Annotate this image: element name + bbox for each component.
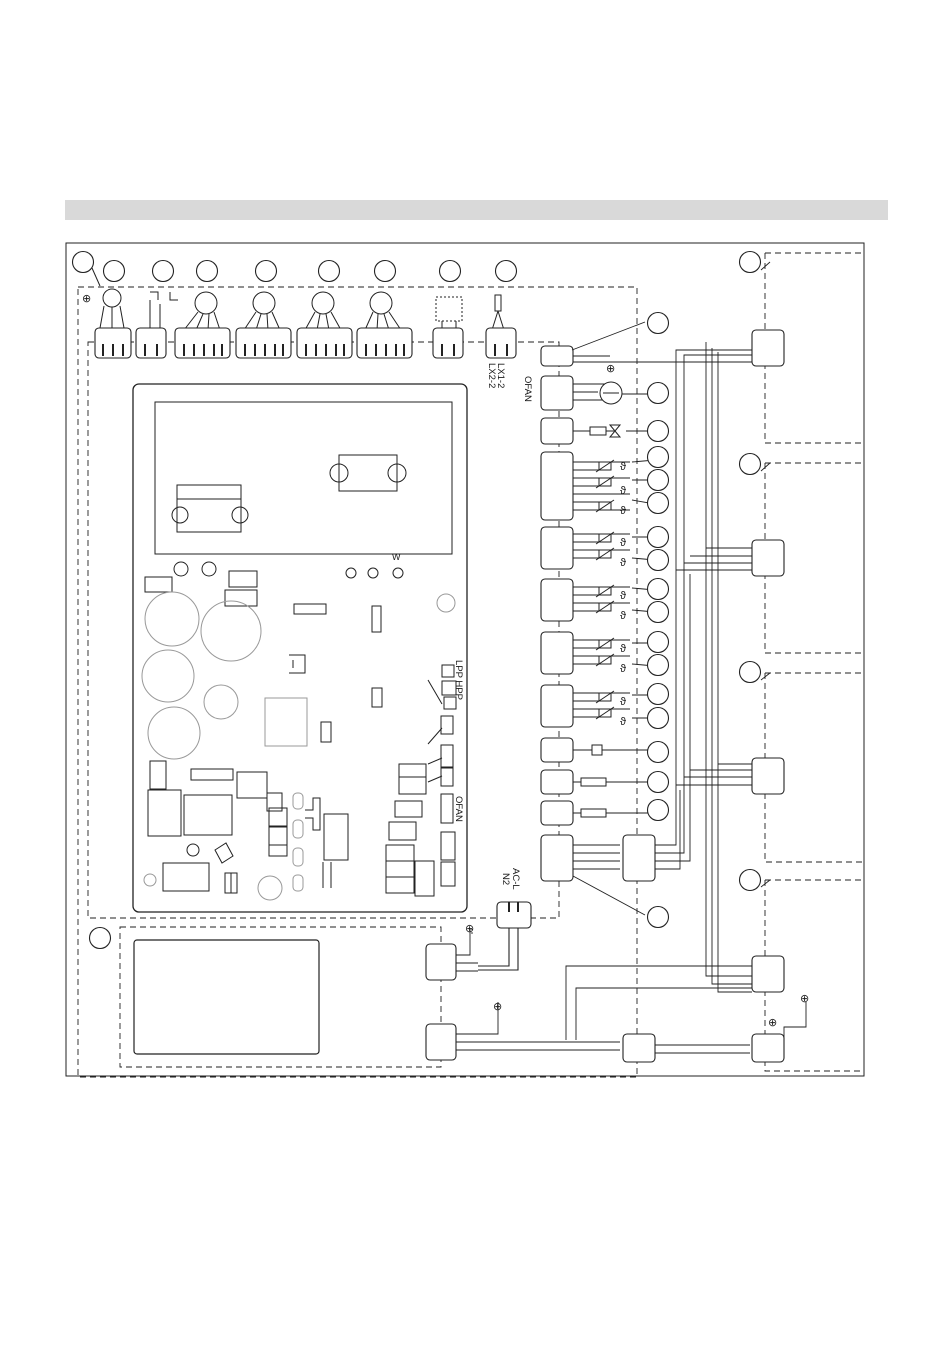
top-ground-symbol: ⊕: [82, 293, 91, 305]
temp-symbols: ϑ ϑ ϑ ϑ ϑ ϑ ϑ ϑ ϑ ϑ ϑ: [620, 461, 626, 728]
svg-text:ϑ: ϑ: [620, 485, 626, 497]
label-n2: N2: [500, 873, 511, 885]
label-lx1-2: LX1-2: [495, 363, 506, 388]
top-reference-circles: [73, 252, 517, 287]
label-lpp-hpp: LPP HPP: [453, 660, 464, 700]
ground-fan: ⊕: [606, 363, 615, 375]
label-w: W: [392, 552, 401, 562]
svg-text:ϑ: ϑ: [620, 643, 626, 655]
top-components: [100, 289, 504, 330]
ground-power: ⊕: [465, 923, 474, 935]
svg-text:ϑ: ϑ: [620, 590, 626, 602]
svg-text:ϑ: ϑ: [620, 663, 626, 675]
label-ofan-board: OFAN: [453, 796, 464, 822]
label-ac-l: AC-L: [510, 868, 521, 890]
svg-text:ϑ: ϑ: [620, 716, 626, 728]
ground-right-1: ⊕: [800, 993, 809, 1005]
svg-text:ϑ: ϑ: [620, 537, 626, 549]
ground-lower: ⊕: [493, 1001, 502, 1013]
right-column-symbols: [581, 382, 622, 817]
ground-right-2: ⊕: [768, 1017, 777, 1029]
label-ofan-connector: OFAN: [522, 376, 533, 402]
lower-connectors: [426, 944, 784, 1062]
right-reference-circles: [648, 252, 761, 928]
svg-text:ϑ: ϑ: [620, 461, 626, 473]
power-connector: [478, 902, 531, 970]
lower-module: [134, 940, 319, 1054]
control-board: [133, 384, 467, 912]
svg-text:ϑ: ϑ: [620, 610, 626, 622]
svg-text:ϑ: ϑ: [620, 696, 626, 708]
outer-frame: [66, 243, 864, 1076]
svg-text:ϑ: ϑ: [620, 557, 626, 569]
svg-text:ϑ: ϑ: [620, 505, 626, 517]
